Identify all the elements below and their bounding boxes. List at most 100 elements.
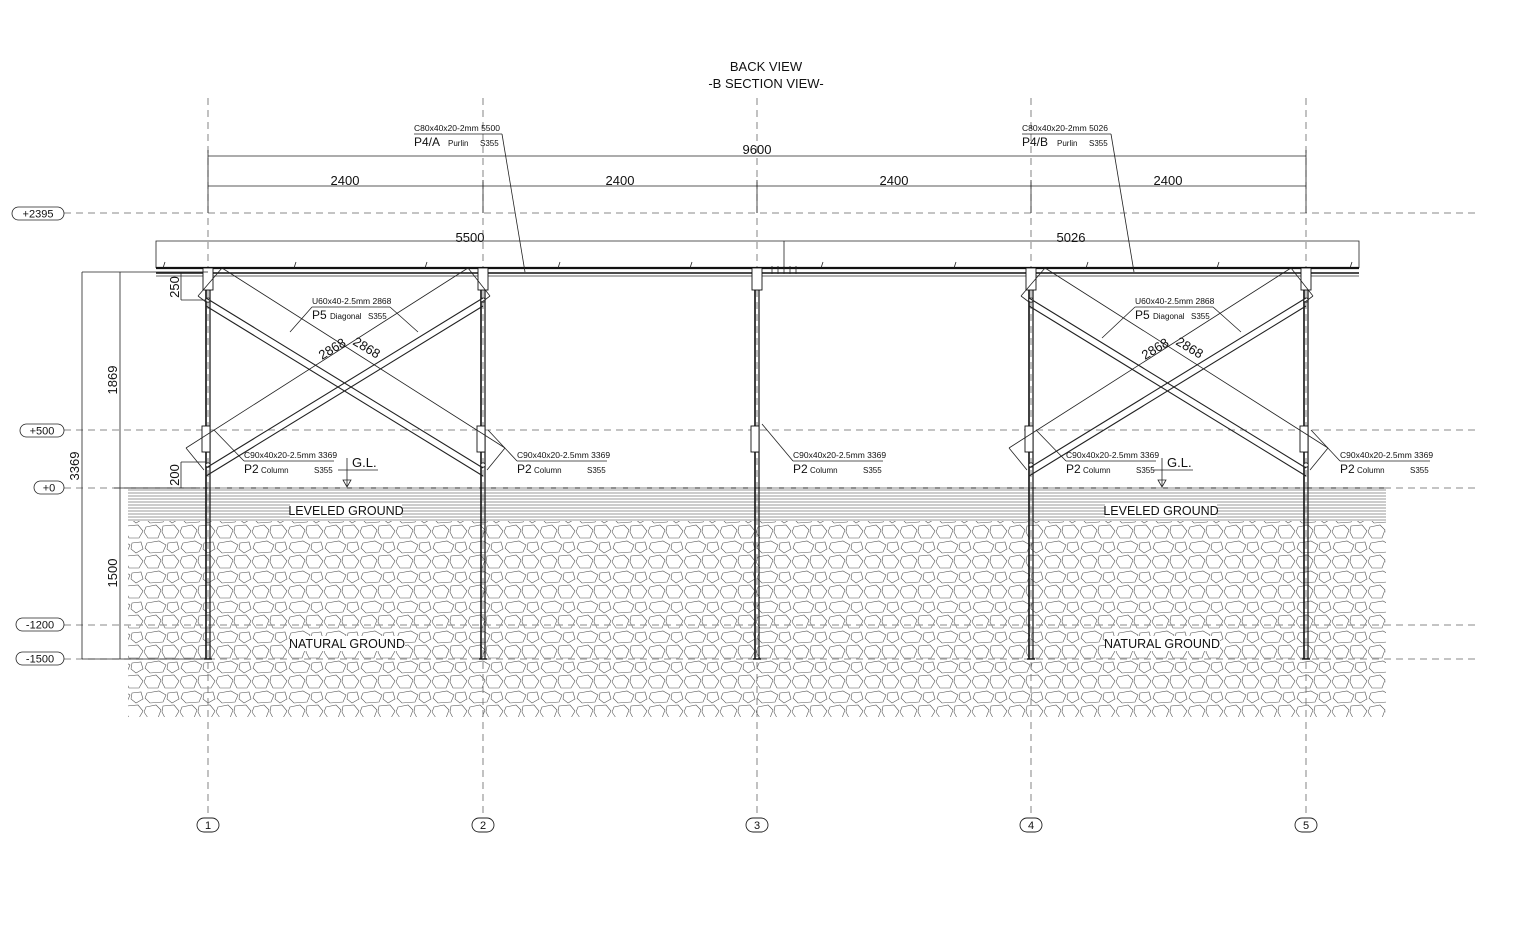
bay-dimension-text: 2400 [880,173,909,188]
purlin-callout-b: C80x40x20-2mm 5026 P4/B Purlin S355 [1022,123,1135,273]
diagonal-code: P5 [312,308,327,322]
column-spec: C90x40x20-2.5mm 3369 [517,450,610,460]
level-label: -1500 [26,654,54,666]
view-title: BACK VIEW [730,59,803,74]
bolt [480,462,486,468]
embed-depth-text: 1500 [105,559,120,588]
column-top-bracket [1300,267,1312,291]
column-role: Column [1357,466,1385,475]
column-3 [750,267,763,660]
level-label: +0 [43,483,56,495]
leveled-ground-label: LEVELED GROUND [1103,504,1218,518]
level-tag [33,480,65,495]
grid-axis-label: 1 [205,820,211,832]
level-label: +2395 [23,209,54,221]
leader-line [1310,429,1341,462]
purlin-length-dimensions: 5500 5026 [155,230,1360,268]
purlin-role: Purlin [448,139,468,148]
column-role: Column [534,466,562,475]
diagonal-callout-bay-4: U60x40-2.5mm 2868 P5 Diagonal S355 [1101,296,1242,339]
column-code: P2 [1340,462,1355,476]
column-mid-bracket [750,425,760,453]
grid-axis-bubble [196,817,220,833]
diagonal-bracing-bay-4 [1008,267,1329,477]
natural-ground-label: NATURAL GROUND [1104,637,1220,651]
column-role: Column [1083,466,1111,475]
level-tag [19,423,65,438]
diagonal-role: Diagonal [330,312,362,321]
dimension-extension-lines [207,150,1307,213]
purlin-grade: S355 [1089,139,1108,148]
column-spec: C90x40x20-2.5mm 3369 [244,450,337,460]
column-top-bracket [202,267,214,291]
purlin-spec: C80x40x20-2mm 5026 [1022,123,1108,133]
column-5 [1299,267,1312,660]
column-spec: C90x40x20-2.5mm 3369 [1340,450,1433,460]
column-code: P2 [1066,462,1081,476]
leader-line [487,429,518,462]
column-grade: S355 [863,466,882,475]
diagonal-brace [1028,297,1307,477]
leader-line [1035,429,1067,462]
diagonal-brace [205,297,484,477]
diagonal-spec: U60x40-2.5mm 2868 [312,296,392,306]
view-subtitle: -B SECTION VIEW- [708,76,823,91]
diagonal-length-labels: 2868 2868 2868 2868 [316,334,1206,363]
gl-marker-2: G.L. [1153,455,1193,488]
grid-axis-bubble [1294,817,1318,833]
grid-axis-label: 3 [754,820,760,832]
total-height-text: 3369 [67,452,82,481]
purlin-a-length-text: 5500 [456,230,485,245]
diagonal-dimension-line [185,267,491,471]
above-ground-height-text: 1869 [105,366,120,395]
grid-axis-label: 5 [1303,820,1309,832]
diagonal-length-text: 2868 [316,335,349,363]
bay-dimension-text: 2400 [331,173,360,188]
grid-axis-bubble [471,817,495,833]
base-offset-text: 200 [167,464,182,486]
bay-dimension-text: 2400 [1154,173,1183,188]
column-mid-bracket [476,425,486,453]
purlin-splice [771,266,797,274]
column-code: P2 [244,462,259,476]
diagonal-length-text: 2868 [1139,335,1172,363]
diagonal-grade: S355 [1191,312,1210,321]
column-grade: S355 [1136,466,1155,475]
column-spec: C90x40x20-2.5mm 3369 [793,450,886,460]
purlin-spec: C80x40x20-2mm 5500 [414,123,500,133]
diagonal-callout-bay-1: U60x40-2.5mm 2868 P5 Diagonal S355 [289,296,419,333]
column-grade: S355 [314,466,333,475]
diagonal-length-text: 2868 [350,334,383,362]
gl-text: G.L. [352,455,377,470]
column-code: P2 [793,462,808,476]
purlin-clips [162,261,1353,269]
bay-dimension-text: 2400 [606,173,635,188]
purlin-b-length-text: 5026 [1057,230,1086,245]
column-mid-bracket [201,425,211,453]
diagonal-dimension-line [1008,267,1314,471]
diagonal-role: Diagonal [1153,312,1185,321]
column-role: Column [810,466,838,475]
diagonal-length-text: 2868 [1173,334,1206,362]
grid-axis-bubble [1019,817,1043,833]
column-top-bracket [1025,267,1037,291]
column-mid-bracket [1299,425,1309,453]
column-top-bracket [477,267,489,291]
column-code: P2 [517,462,532,476]
diagonal-spec: U60x40-2.5mm 2868 [1135,296,1215,306]
grid-axis-bubble [745,817,769,833]
gl-text: G.L. [1167,455,1192,470]
diagonal-dimension-line [197,267,506,471]
purlin-grade: S355 [480,139,499,148]
level-label: +500 [30,426,55,438]
gl-marker-1: G.L. [338,455,378,488]
